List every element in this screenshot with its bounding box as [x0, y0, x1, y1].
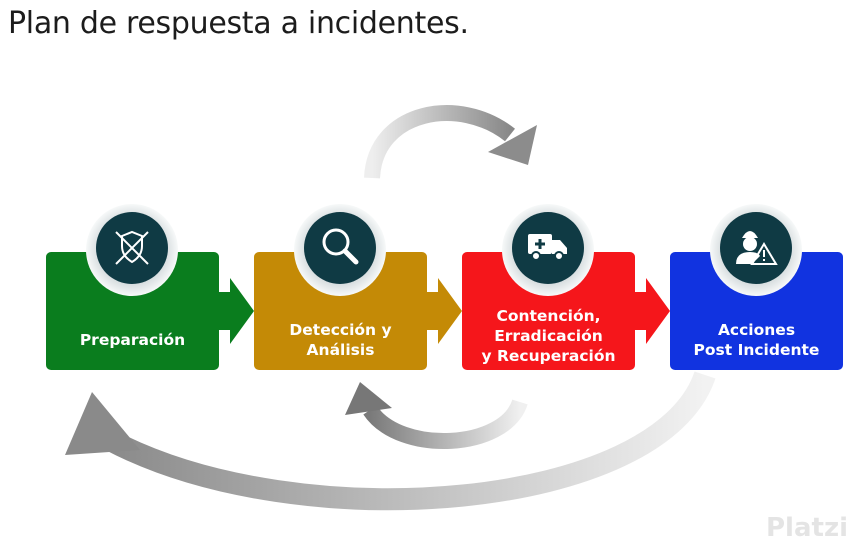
step-label: Contención, Erradicación y Recuperación [462, 306, 635, 366]
step-label: Preparación [46, 330, 219, 350]
step-label: Detección y Análisis [254, 320, 427, 360]
magnifier-icon [322, 228, 359, 265]
step-4 [670, 204, 843, 370]
page-title: Plan de respuesta a incidentes. [8, 6, 469, 41]
step-3 [462, 204, 670, 370]
step-label-line: Acciones [717, 321, 796, 339]
step-label-line: Detección y [289, 321, 392, 339]
step-arrow [632, 278, 670, 344]
step-label-line: Contención, [496, 307, 601, 325]
step-arrow [216, 278, 254, 344]
step-box [254, 252, 427, 370]
step-arrow [424, 278, 462, 344]
worker-warning-icon [736, 231, 778, 265]
feedback-arrow-small [345, 382, 528, 450]
step-label-line: Preparación [79, 331, 186, 349]
icon-badge [304, 212, 376, 284]
shield-swords-icon [115, 230, 149, 265]
step-1 [46, 204, 254, 370]
ambulance-icon [528, 234, 567, 261]
step-box [670, 252, 843, 370]
step-label-line: y Recuperación [481, 347, 616, 365]
step-box [462, 252, 635, 370]
step-label-line: Análisis [306, 341, 375, 359]
step-label-line: Erradicación [494, 327, 603, 345]
icon-badge [720, 212, 792, 284]
step-label-line: Post Incidente [693, 341, 820, 359]
feedback-arrow-large [65, 371, 716, 511]
step-2 [254, 204, 462, 370]
top-cycle-arrow [364, 105, 537, 179]
platzi-watermark: Platzi [766, 513, 848, 543]
step-box [46, 252, 219, 370]
